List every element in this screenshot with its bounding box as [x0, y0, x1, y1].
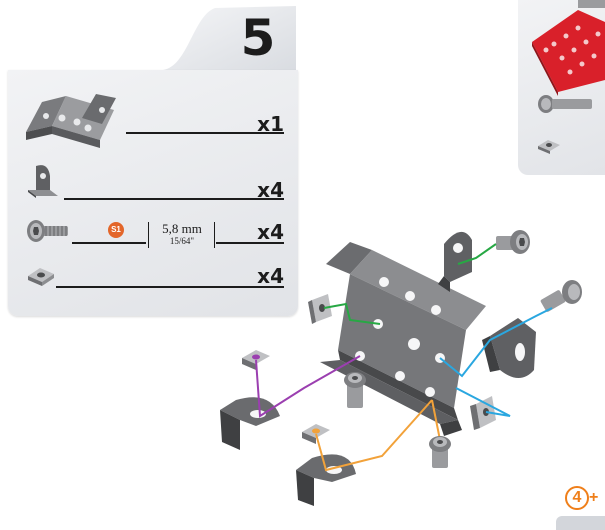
nut-icon: [28, 268, 54, 286]
step-tab-shape: [163, 6, 296, 70]
nut-upper-left: [242, 350, 270, 370]
part-row-screw: S1 5,8 mm 15/64" x4: [8, 208, 298, 252]
next-step-suffix: +: [589, 489, 599, 506]
part-row-nut: x4: [8, 256, 298, 296]
leader-line: [216, 242, 284, 244]
divider: [148, 222, 149, 248]
screw-middle: [344, 372, 366, 408]
next-step-number: 4: [565, 486, 589, 510]
part-row-angle-bracket: x4: [8, 158, 298, 202]
part-qty: x4: [257, 178, 284, 202]
guide-line-blue-2: [455, 387, 511, 417]
angle-bracket-top: [438, 231, 472, 292]
next-step-indicator: 4+: [565, 486, 598, 510]
step-tab: 5: [163, 6, 296, 70]
parts-list-panel: x1 x4 S1 5,8 mm 15/64": [8, 70, 298, 316]
divider: [214, 222, 215, 248]
leader-line: [64, 198, 284, 200]
screw-size-inch: 15/64": [169, 236, 195, 246]
step-number: 5: [240, 9, 276, 67]
angle-bracket-right: [482, 318, 536, 378]
guide-line-green-2: [323, 302, 381, 325]
leader-line: [56, 286, 284, 288]
screw-size-spec: 5,8 mm 15/64": [152, 221, 212, 247]
adjacent-step-parts: [532, 0, 605, 154]
nut-left: [308, 294, 332, 324]
angle-bracket-bottom: [296, 454, 356, 506]
part-qty: x4: [257, 264, 284, 288]
adjacent-step-panel: [518, 0, 605, 175]
guide-line-blue: [439, 307, 553, 378]
double-bracket-icon: [26, 94, 116, 148]
spec-badge: S1: [108, 222, 124, 238]
guide-line-purple: [255, 355, 361, 418]
angle-bracket-icon: [28, 165, 58, 198]
part-qty: x4: [257, 220, 284, 244]
part-qty: x1: [257, 112, 284, 136]
screw-icon: [27, 220, 68, 242]
nut-lower: [302, 424, 330, 444]
screw-bottom: [429, 436, 451, 468]
next-step-tab: [556, 516, 605, 530]
screw-top: [496, 230, 530, 254]
assembly-diagram: [220, 230, 582, 506]
guide-line-green: [457, 243, 497, 265]
guide-line-orange-2: [431, 399, 441, 441]
guide-line-orange: [315, 399, 433, 472]
leader-line: [72, 242, 146, 244]
part-row-double-bracket: x1: [8, 80, 298, 152]
screw-size-mm: 5,8 mm: [162, 221, 202, 236]
screw-right: [540, 280, 582, 312]
leader-line: [126, 132, 284, 134]
angle-bracket-left: [220, 397, 280, 450]
